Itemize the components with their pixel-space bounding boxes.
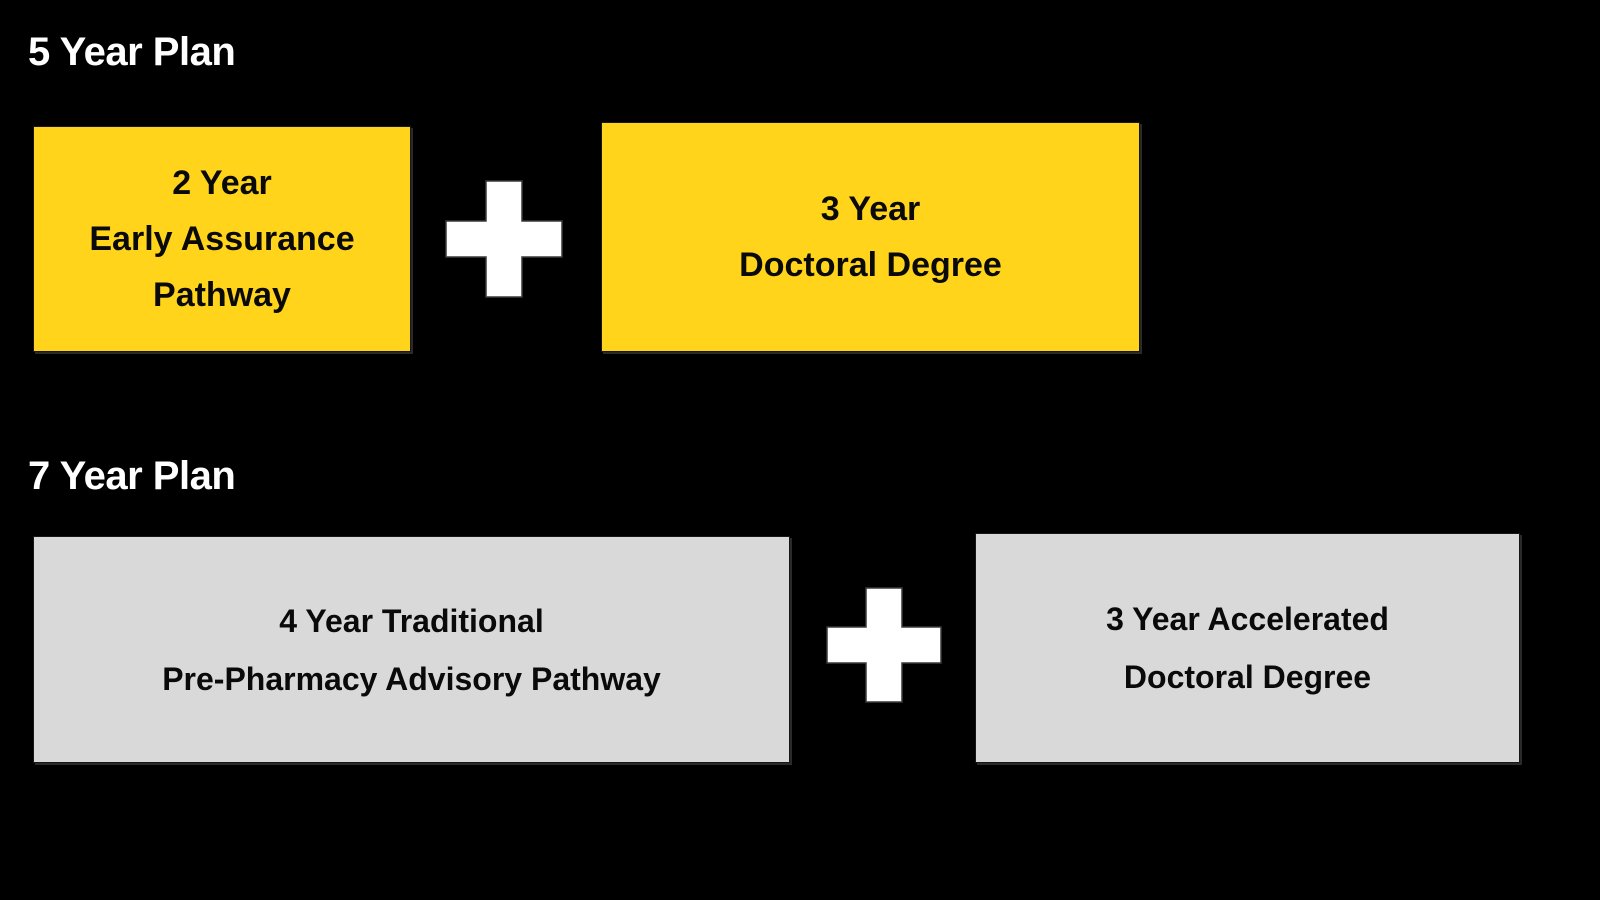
section-title-seven-year: 7 Year Plan [28, 454, 236, 498]
plus-icon [822, 583, 946, 707]
section-title-five-year: 5 Year Plan [28, 30, 236, 74]
plus-icon [440, 175, 568, 303]
